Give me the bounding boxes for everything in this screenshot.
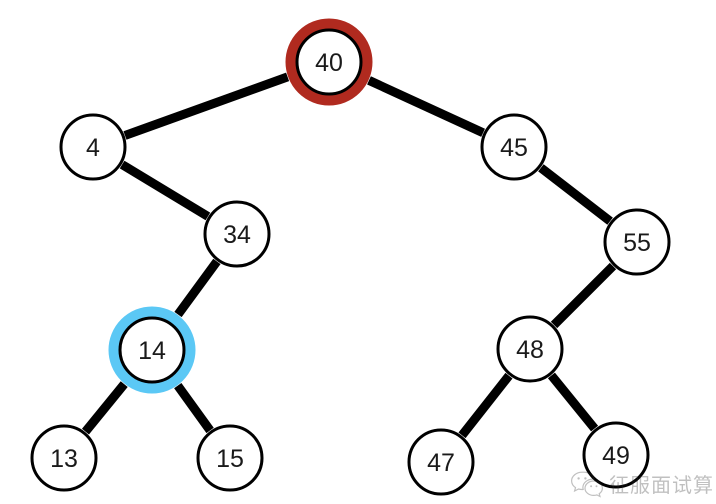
- tree-node-4[interactable]: 4: [59, 113, 127, 181]
- node-label-45: 45: [500, 134, 528, 162]
- node-circle-47: [407, 428, 475, 496]
- node-circle-48: [496, 315, 564, 383]
- node-circle-34: [203, 200, 271, 268]
- tree-edge-40-45: [367, 76, 485, 137]
- tree-node-34[interactable]: 34: [203, 200, 271, 268]
- tree-edge-14-13: [81, 381, 128, 435]
- node-label-34: 34: [223, 221, 251, 249]
- node-circle-55: [603, 208, 671, 276]
- tree-edge-55-48: [550, 262, 617, 329]
- tree-node-55[interactable]: 55: [603, 208, 671, 276]
- tree-edge-34-14: [174, 258, 221, 318]
- tree-edge-14-15: [174, 383, 214, 434]
- highlight-ring-40: [285, 18, 373, 106]
- node-circle-45: [480, 113, 548, 181]
- tree-node-15[interactable]: 15: [196, 424, 264, 492]
- node-label-15: 15: [216, 445, 244, 473]
- node-label-49: 49: [602, 442, 630, 470]
- node-label-55: 55: [623, 229, 651, 257]
- node-label-13: 13: [50, 445, 78, 473]
- node-label-47: 47: [427, 449, 455, 477]
- node-circle-49: [582, 421, 650, 489]
- highlight-ring-14: [108, 306, 196, 394]
- tree-edge-4-34: [119, 160, 211, 221]
- tree-edge-45-55: [538, 164, 613, 225]
- node-circle-13: [30, 424, 98, 492]
- node-label-4: 4: [86, 134, 100, 162]
- tree-edge-48-49: [547, 372, 599, 432]
- tree-edge-40-4: [123, 72, 290, 140]
- node-circle-14: [118, 316, 186, 384]
- node-circle-40: [295, 28, 363, 96]
- tree-highlight-rings-group: [108, 18, 373, 394]
- tree-nodes-group: 40 4 45 34 55 14 48 13 15 47 49: [30, 28, 671, 496]
- tree-node-14[interactable]: 14: [118, 316, 186, 384]
- tree-edge-48-47: [458, 372, 513, 439]
- tree-node-13[interactable]: 13: [30, 424, 98, 492]
- tree-node-47[interactable]: 47: [407, 428, 475, 496]
- tree-node-49[interactable]: 49: [582, 421, 650, 489]
- node-label-40: 40: [315, 49, 343, 77]
- node-circle-15: [196, 424, 264, 492]
- tree-node-45[interactable]: 45: [480, 113, 548, 181]
- tree-node-40[interactable]: 40: [295, 28, 363, 96]
- tree-node-48[interactable]: 48: [496, 315, 564, 383]
- tree-edges-group: [81, 72, 617, 439]
- node-label-14: 14: [138, 337, 166, 365]
- node-label-48: 48: [516, 336, 544, 364]
- node-circle-4: [59, 113, 127, 181]
